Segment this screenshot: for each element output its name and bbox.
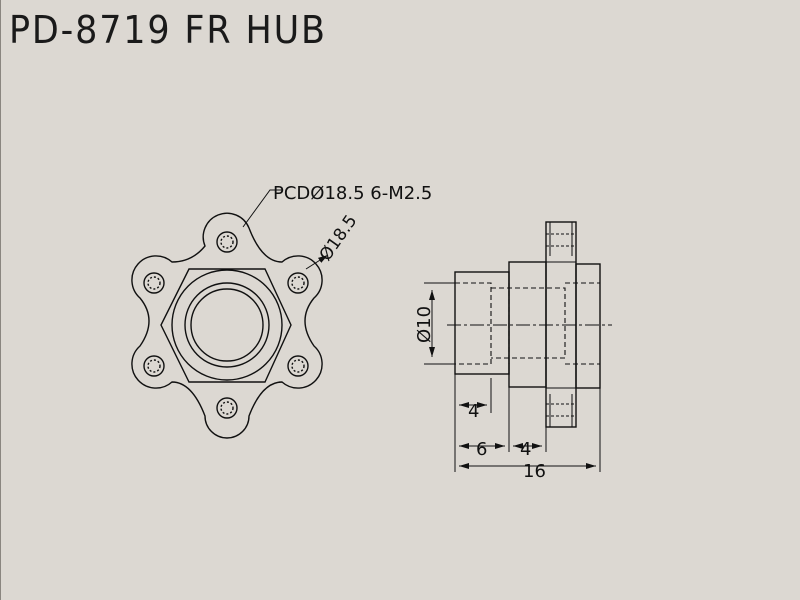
- hidden-lines: [455, 282, 600, 365]
- diameter-callout: Ø18.5: [316, 211, 362, 264]
- hex-nut: [160, 268, 292, 383]
- flange-outline: [131, 212, 323, 439]
- pcd-callout: PCDØ18.5 6-M2.5: [273, 183, 432, 204]
- hub-boss: [575, 263, 601, 389]
- hub-outer-circle: [171, 269, 283, 381]
- mounting-holes: [143, 231, 309, 419]
- hub-shoulder: [454, 271, 510, 375]
- hub-inner-circle: [184, 282, 270, 368]
- side-dimensions: [424, 282, 601, 472]
- dim-overall-length: 16: [523, 461, 546, 482]
- dim-bore-diameter: Ø10: [414, 306, 435, 343]
- dim-middle-length: 4: [520, 439, 531, 460]
- side-view: [447, 221, 612, 428]
- dim-left-step: 4: [468, 401, 479, 422]
- hub-bore-circle: [190, 288, 264, 362]
- drawing-title: PD-8719 FR HUB: [9, 8, 327, 52]
- front-view: [131, 189, 329, 439]
- sheet-border: [0, 0, 1, 600]
- dim-shoulder-length: 6: [476, 439, 487, 460]
